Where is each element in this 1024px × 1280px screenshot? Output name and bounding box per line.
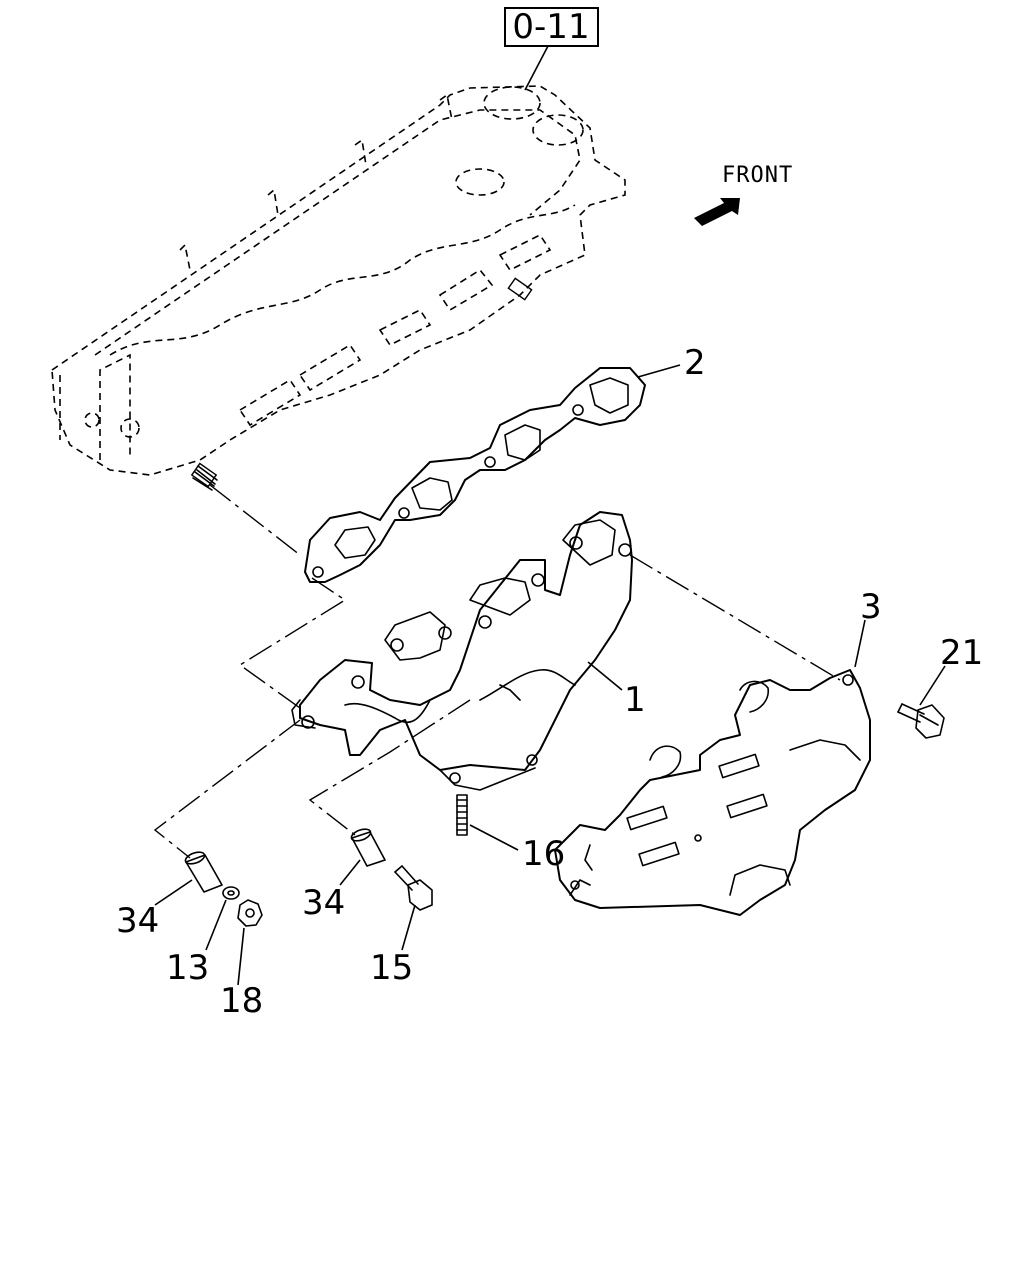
reference-box[interactable]: 0-11 — [504, 7, 599, 47]
callout-part-34-left[interactable]: 34 — [116, 901, 159, 941]
reference-box-label: 0-11 — [512, 7, 589, 47]
callout-part-21[interactable]: 21 — [940, 633, 983, 673]
dowel-34-right — [350, 828, 386, 867]
bolt-15 — [394, 865, 433, 911]
washer-13 — [222, 886, 240, 900]
exhaust-manifold — [291, 511, 633, 791]
heat-shield — [554, 669, 871, 916]
head-stud-right — [507, 277, 533, 301]
stud-16 — [456, 794, 468, 836]
callout-part-2[interactable]: 2 — [684, 343, 706, 383]
dowel-34-left — [184, 851, 223, 893]
callout-part-3[interactable]: 3 — [860, 587, 882, 627]
callout-part-1[interactable]: 1 — [624, 680, 646, 720]
callout-part-15[interactable]: 15 — [370, 948, 413, 988]
bolt-21 — [897, 703, 945, 739]
front-label: FRONT — [722, 163, 793, 188]
nut-18 — [237, 899, 263, 927]
callout-part-16[interactable]: 16 — [522, 834, 565, 874]
assembly-centerlines — [153, 484, 841, 859]
callout-part-13[interactable]: 13 — [166, 948, 209, 988]
exhaust-gasket — [304, 367, 646, 583]
callout-part-18[interactable]: 18 — [220, 981, 263, 1021]
cylinder-head — [51, 85, 626, 476]
front-arrow-icon — [694, 198, 740, 226]
front-indicator: FRONT — [694, 163, 793, 226]
callout-part-34-right[interactable]: 34 — [302, 883, 345, 923]
head-stud-left — [190, 462, 218, 491]
